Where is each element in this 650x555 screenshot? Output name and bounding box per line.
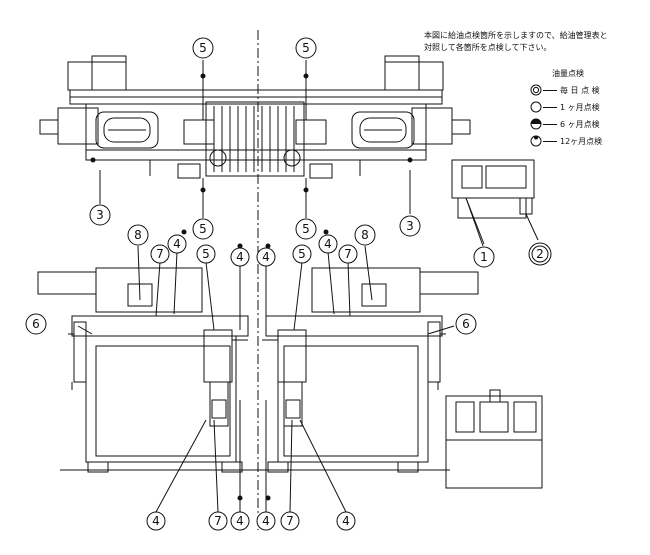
callout-1 xyxy=(473,246,495,268)
callout-label-6: 6 xyxy=(462,317,470,331)
callout-4-center-left xyxy=(230,247,250,267)
callout-4-right-a xyxy=(318,234,338,254)
legend-label-six-month: 6 ヶ月点検 xyxy=(560,120,600,129)
callouts xyxy=(25,37,552,531)
front-left-motor xyxy=(37,271,97,295)
top-right-motor-block xyxy=(384,61,444,91)
callout-5-top-right xyxy=(295,37,317,59)
callout-label-7: 7 xyxy=(286,514,294,528)
callout-4-bottom-center-left xyxy=(230,511,250,531)
callout-label-5: 5 xyxy=(199,222,207,236)
hydraulic-unit-top xyxy=(451,159,539,245)
callout-label-5: 5 xyxy=(302,41,310,55)
filled-dot-circle-icon xyxy=(530,135,542,147)
callout-3-right xyxy=(399,215,421,237)
callout-label-4: 4 xyxy=(262,250,270,264)
callout-3-left xyxy=(89,204,111,226)
front-right-spindle xyxy=(277,329,307,383)
callout-8-right xyxy=(354,224,376,246)
callout-numbers: 5 5 3 3 5 5 1 2 8 8 4 7 5 4 4 5 4 7 6 6 … xyxy=(32,41,544,528)
instruction-line-2: 対照して各箇所を点検して下さい。 xyxy=(424,43,552,52)
legend-title: 油量点検 xyxy=(552,69,584,78)
top-main-frame xyxy=(85,103,427,161)
callout-8-left xyxy=(127,224,149,246)
callout-label-4: 4 xyxy=(324,237,332,251)
front-right-upper-housing xyxy=(311,267,421,313)
callout-label-8: 8 xyxy=(361,228,369,242)
instruction-note: 本図に給油点検箇所を示しますので、給油管理表と 対照して各箇所を点検して下さい。 xyxy=(424,30,608,54)
legend-label-daily: 毎 日 点 検 xyxy=(560,86,600,95)
top-center-gear-stack xyxy=(205,101,305,177)
callout-label-2: 2 xyxy=(536,247,544,261)
callout-label-4: 4 xyxy=(236,250,244,264)
callout-label-6: 6 xyxy=(32,317,40,331)
callout-5-front-left xyxy=(196,244,216,264)
top-left-motor-block xyxy=(67,61,127,91)
legend-label-monthly: 1 ヶ月点検 xyxy=(560,103,600,112)
callout-5-mid-left xyxy=(192,218,214,240)
callout-7-bottom-left xyxy=(208,511,228,531)
callout-4-bottom-right xyxy=(336,511,356,531)
callout-7-left xyxy=(150,244,170,264)
callout-label-7: 7 xyxy=(156,247,164,261)
front-right-top-plate xyxy=(265,315,443,337)
front-left-spindle xyxy=(203,329,233,383)
callout-6-left xyxy=(25,313,47,335)
callout-label-4: 4 xyxy=(262,514,270,528)
callout-7-right xyxy=(338,244,358,264)
front-left-frame xyxy=(85,335,237,463)
top-view xyxy=(39,55,471,193)
callout-label-1: 1 xyxy=(480,250,488,264)
callout-label-7: 7 xyxy=(344,247,352,261)
callout-label-5: 5 xyxy=(202,247,210,261)
callout-label-3: 3 xyxy=(96,208,104,222)
open-circle-icon xyxy=(530,101,542,113)
top-left-end-block xyxy=(57,107,99,145)
front-view xyxy=(37,229,543,501)
callout-label-5: 5 xyxy=(302,222,310,236)
callout-7-bottom-right xyxy=(280,511,300,531)
callout-label-4: 4 xyxy=(342,514,350,528)
callout-label-4: 4 xyxy=(236,514,244,528)
callout-label-8: 8 xyxy=(134,228,142,242)
callout-5-top-left xyxy=(192,37,214,59)
callout-label-4: 4 xyxy=(173,237,181,251)
callout-4-bottom-center-right xyxy=(256,511,276,531)
instruction-line-1: 本図に給油点検箇所を示しますので、給油管理表と xyxy=(424,31,608,40)
callout-label-5: 5 xyxy=(199,41,207,55)
callout-4-bottom-left xyxy=(146,511,166,531)
callout-label-7: 7 xyxy=(214,514,222,528)
callout-5-mid-right xyxy=(295,218,317,240)
hydraulic-tank xyxy=(445,439,543,489)
callout-label-4: 4 xyxy=(152,514,160,528)
front-left-top-plate xyxy=(71,315,249,337)
callout-6-right xyxy=(455,313,477,335)
callout-5-front-right xyxy=(292,244,312,264)
top-right-end-block xyxy=(411,107,453,145)
front-right-motor xyxy=(419,271,479,295)
leader-lines xyxy=(77,60,484,513)
callout-4-center-right xyxy=(256,247,276,267)
callout-label-5: 5 xyxy=(298,247,306,261)
front-right-frame xyxy=(277,335,429,463)
callout-4-left-a xyxy=(167,234,187,254)
front-left-upper-housing xyxy=(95,267,203,313)
callout-label-3: 3 xyxy=(406,219,414,233)
double-circle-icon xyxy=(530,84,542,96)
legend-label-yearly: 12ヶ月点検 xyxy=(560,137,603,146)
half-filled-circle-icon xyxy=(530,118,542,130)
callout-2 xyxy=(528,242,552,266)
